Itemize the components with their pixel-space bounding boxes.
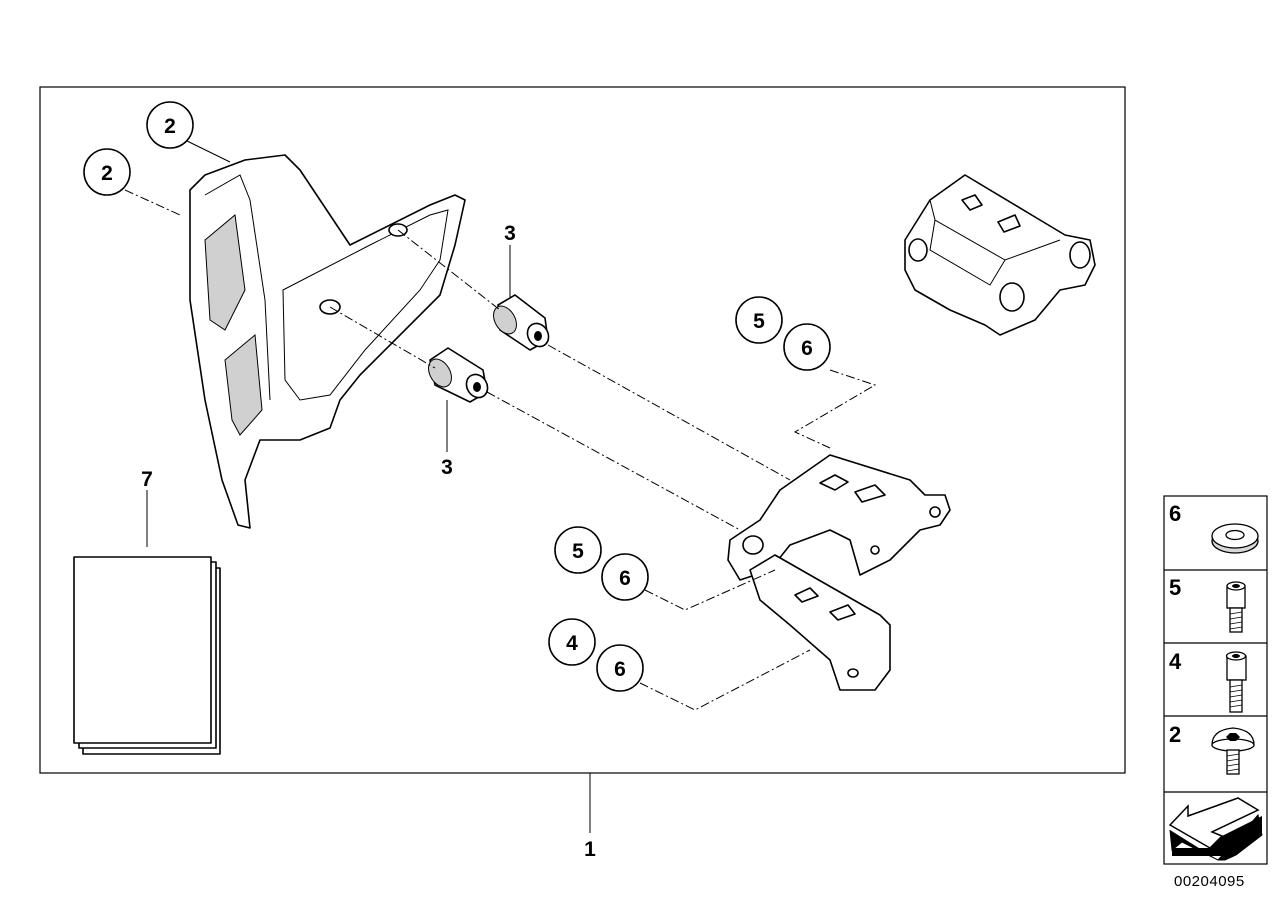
- assembly-line-top: [124, 189, 181, 216]
- svg-text:5: 5: [753, 310, 765, 333]
- legend-item-6[interactable]: 6: [1169, 501, 1259, 554]
- svg-text:6: 6: [614, 658, 626, 681]
- svg-text:4: 4: [566, 632, 578, 655]
- diagram-code: 00204095: [1174, 873, 1245, 890]
- assembly-line-screw-middle: [644, 569, 776, 611]
- callout-6-middle[interactable]: 6: [601, 553, 649, 601]
- parts-legend: 6 5 4: [1163, 495, 1268, 865]
- svg-text:2: 2: [101, 162, 113, 185]
- small-bracket-part: [904, 174, 1096, 336]
- callout-6-lower[interactable]: 6: [596, 644, 644, 692]
- torx-screw-icon: [1211, 727, 1255, 775]
- svg-text:5: 5: [1169, 575, 1181, 600]
- svg-text:6: 6: [801, 337, 813, 360]
- callout-5-upper[interactable]: 5: [735, 296, 783, 344]
- assembly-line-grommet-upper: [397, 229, 791, 481]
- grommet-lower: [428, 347, 489, 403]
- callout-1[interactable]: 1: [584, 838, 596, 861]
- svg-text:6: 6: [619, 567, 631, 590]
- svg-text:6: 6: [1169, 501, 1181, 526]
- callout-5-middle[interactable]: 5: [554, 526, 602, 574]
- assembly-frame: [39, 86, 1126, 774]
- grommet-upper: [493, 294, 550, 351]
- socket-screw-short-icon: [1226, 581, 1246, 633]
- legend-item-4[interactable]: 4: [1169, 649, 1247, 713]
- svg-text:2: 2: [164, 115, 176, 138]
- legend-item-2[interactable]: 2: [1169, 722, 1255, 775]
- arrow-left-icon[interactable]: [1168, 797, 1263, 861]
- plate-holder-part: [189, 154, 466, 529]
- assembly-line-grommet-lower: [329, 306, 741, 531]
- svg-text:3: 3: [504, 222, 516, 245]
- mounting-bracket-part: [727, 454, 951, 691]
- manual-booklet-part: [73, 556, 221, 755]
- svg-text:1: 1: [584, 838, 596, 861]
- svg-text:2: 2: [1169, 722, 1181, 747]
- svg-text:5: 5: [572, 540, 584, 563]
- callout-7[interactable]: 7: [141, 468, 153, 491]
- washer-icon: [1211, 523, 1259, 554]
- svg-text:3: 3: [441, 456, 453, 479]
- callout-4[interactable]: 4: [548, 618, 596, 666]
- callout-3-lower[interactable]: 3: [441, 456, 453, 479]
- callout-2-upper[interactable]: 2: [146, 101, 194, 149]
- callout-2-lower[interactable]: 2: [83, 148, 131, 196]
- legend-item-5[interactable]: 5: [1169, 575, 1246, 633]
- socket-screw-long-icon: [1225, 651, 1247, 713]
- assembly-line-screw-lower: [639, 649, 811, 711]
- svg-text:4: 4: [1169, 649, 1182, 674]
- svg-text:7: 7: [141, 468, 153, 491]
- leader-2a: [184, 139, 231, 163]
- callout-6-upper[interactable]: 6: [783, 323, 831, 371]
- callout-3-upper[interactable]: 3: [504, 222, 516, 245]
- assembly-line-screw-upper: [793, 369, 877, 449]
